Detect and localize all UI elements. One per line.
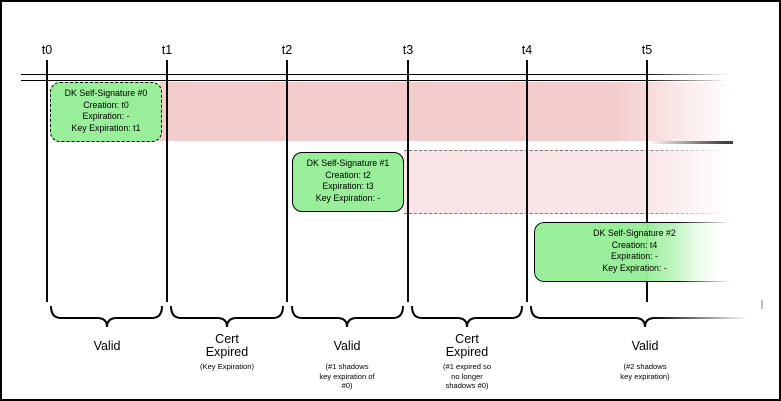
- validity-band-sig0-fade-edge: [648, 141, 733, 144]
- tick-label-t0: t0: [41, 43, 53, 57]
- tick-line-t0: [46, 60, 48, 302]
- tick-line-t1: [166, 60, 168, 302]
- period-4: Valid (#2 shadows key expiration): [555, 332, 735, 381]
- tick-label-t5: t5: [641, 43, 653, 57]
- period-note-4: (#2 shadows key expiration): [620, 362, 670, 381]
- timeline-axis: [21, 74, 735, 81]
- period-label-1: Cert Expired: [205, 332, 249, 359]
- brace-period-2: [291, 305, 404, 328]
- period-label-4: Valid: [631, 338, 659, 353]
- period-label-3: Cert Expired: [445, 332, 489, 359]
- period-0: Valid: [17, 332, 197, 362]
- tick-line-t5: [646, 60, 648, 302]
- tick-label-t3: t3: [402, 43, 414, 57]
- period-1: Cert Expired (Key Expiration): [137, 332, 317, 372]
- brace-period-0: [50, 305, 163, 328]
- period-note-2: (#1 shadows key expiration of #0): [319, 362, 375, 391]
- brace-period-3: [411, 305, 523, 328]
- tick-line-t4: [526, 60, 528, 302]
- tick-label-t4: t4: [521, 43, 533, 57]
- tick-line-t3: [407, 60, 409, 302]
- faded-tick-line: [761, 300, 763, 309]
- signature-box-1: DK Self-Signature #1 Creation: t2 Expira…: [292, 152, 404, 212]
- period-label-0: Valid: [93, 338, 121, 353]
- signature-box-2: DK Self-Signature #2 Creation: t4 Expira…: [534, 222, 735, 282]
- tick-line-t2: [286, 60, 288, 302]
- validity-band-sig1: [404, 150, 734, 214]
- period-label-2: Valid: [333, 338, 361, 353]
- signature-box-0: DK Self-Signature #0 Creation: t0 Expira…: [50, 82, 162, 142]
- tick-label-t1: t1: [161, 43, 173, 57]
- period-2: Valid (#1 shadows key expiration of #0): [257, 332, 437, 391]
- brace-period-1: [170, 305, 284, 328]
- period-note-3: (#1 expired so no longer shadows #0): [442, 362, 492, 391]
- period-note-1: (Key Expiration): [199, 362, 255, 371]
- brace-period-4: [530, 305, 757, 328]
- period-3: Cert Expired (#1 expired so no longer sh…: [377, 332, 557, 391]
- validity-band-sig0: [160, 81, 735, 141]
- tick-label-t2: t2: [281, 43, 293, 57]
